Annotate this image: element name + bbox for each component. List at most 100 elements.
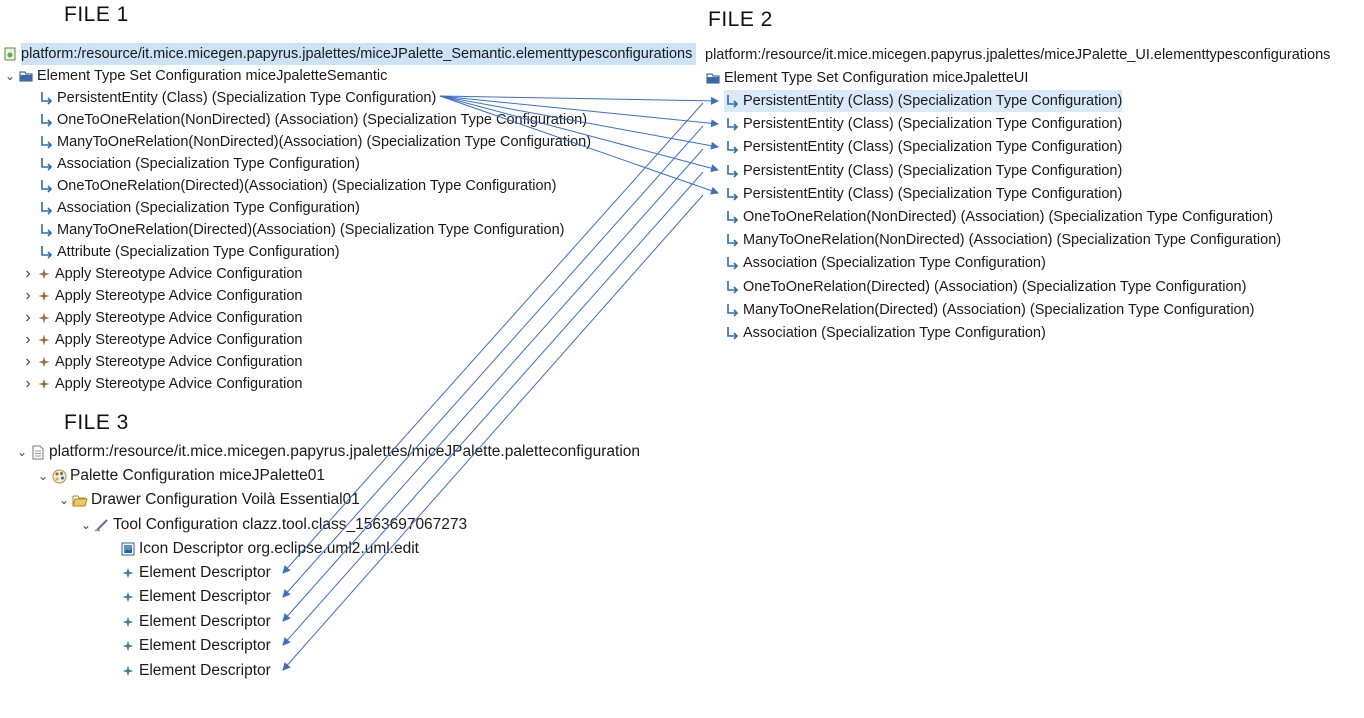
file2-spec-item[interactable]: ManyToOneRelation(NonDirected) (Associat… — [724, 229, 1281, 251]
file2-spec-item[interactable]: ManyToOneRelation(Directed) (Association… — [724, 299, 1255, 321]
file2-spec-item[interactable]: PersistentEntity (Class) (Specialization… — [724, 113, 1122, 135]
advice-diamond-icon — [36, 266, 52, 282]
specialization-arrow-icon — [38, 178, 54, 194]
specialization-arrow-icon — [724, 302, 740, 318]
chevron-down-icon[interactable]: ⌄ — [37, 469, 49, 483]
file3-tool-row[interactable]: ⌄ Tool Configuration clazz.tool.class_15… — [78, 513, 467, 537]
file1-heading: FILE 1 — [64, 3, 129, 26]
palette-icon — [51, 468, 67, 484]
file2-spec-item[interactable]: PersistentEntity (Class) (Specialization… — [724, 90, 1123, 112]
file2-set-row[interactable]: Element Type Set Configuration miceJpale… — [705, 67, 1028, 89]
file1-spec-item[interactable]: Association (Specialization Type Configu… — [38, 153, 360, 175]
file1-spec-item[interactable]: Attribute (Specialization Type Configura… — [38, 241, 340, 263]
file3-element-descriptor[interactable]: Element Descriptor — [120, 634, 271, 658]
specialization-arrow-icon — [38, 134, 54, 150]
file3-element-descriptor[interactable]: Element Descriptor — [120, 610, 271, 634]
file3-drawer-label: Drawer Configuration Voilà Essential01 — [91, 491, 360, 508]
file3-icon-descriptor-row[interactable]: Icon Descriptor org.eclipse.uml2.uml.edi… — [120, 537, 419, 561]
file1-spec-item[interactable]: Association (Specialization Type Configu… — [38, 197, 360, 219]
file1-spec-item[interactable]: ManyToOneRelation(NonDirected)(Associati… — [38, 131, 591, 153]
specialization-arrow-icon — [724, 325, 740, 341]
file1-advice-item-label: Apply Stereotype Advice Configuration — [55, 310, 303, 326]
chevron-right-icon[interactable]: › — [25, 265, 31, 282]
file2-spec-item[interactable]: Association (Specialization Type Configu… — [724, 252, 1046, 274]
file3-drawer-row[interactable]: ⌄ Drawer Configuration Voilà Essential01 — [56, 488, 360, 512]
chevron-down-icon[interactable]: ⌄ — [16, 445, 28, 459]
file2-heading: FILE 2 — [708, 8, 773, 31]
element-star-icon — [120, 663, 136, 679]
chevron-right-icon[interactable]: › — [25, 287, 31, 304]
file2-spec-item[interactable]: PersistentEntity (Class) (Specialization… — [724, 136, 1122, 158]
file2-spec-item-label: OneToOneRelation(NonDirected) (Associati… — [743, 209, 1274, 225]
resource-file-icon — [2, 46, 18, 62]
advice-diamond-icon — [36, 332, 52, 348]
file1-advice-item-label: Apply Stereotype Advice Configuration — [55, 354, 303, 370]
file2-spec-item-label: PersistentEntity (Class) (Specialization… — [743, 139, 1123, 156]
file3-root-row[interactable]: ⌄ platform:/resource/it.mice.micegen.pap… — [14, 440, 640, 464]
file2-spec-item[interactable]: PersistentEntity (Class) (Specialization… — [724, 183, 1122, 205]
file2-spec-item[interactable]: OneToOneRelation(NonDirected) (Associati… — [724, 206, 1273, 228]
chevron-right-icon[interactable]: › — [25, 375, 31, 392]
file3-element-descriptor[interactable]: Element Descriptor — [120, 659, 271, 683]
file1-set-label: Element Type Set Configuration miceJpale… — [37, 68, 388, 84]
file3-element-descriptor-label: Element Descriptor — [139, 637, 271, 655]
file1-advice-item[interactable]: ›Apply Stereotype Advice Configuration — [20, 263, 302, 285]
chevron-down-icon[interactable]: ⌄ — [58, 493, 70, 507]
file3-element-descriptor-label: Element Descriptor — [139, 588, 271, 606]
file1-advice-item[interactable]: ›Apply Stereotype Advice Configuration — [20, 285, 302, 307]
resource-file-icon — [30, 444, 46, 460]
file2-spec-item-label: ManyToOneRelation(Directed) (Association… — [743, 301, 1255, 318]
file1-spec-item-label: OneToOneRelation(Directed)(Association) … — [57, 178, 557, 194]
file1-spec-item[interactable]: ManyToOneRelation(Directed)(Association)… — [38, 219, 564, 241]
chevron-down-icon[interactable]: ⌄ — [4, 69, 16, 83]
file1-spec-item-label: OneToOneRelation(NonDirected) (Associati… — [57, 112, 588, 128]
image-icon — [120, 541, 136, 557]
specialization-arrow-icon — [724, 232, 740, 248]
file2-set-label: Element Type Set Configuration miceJpale… — [724, 70, 1029, 86]
file2-spec-item-label: OneToOneRelation(Directed) (Association)… — [743, 278, 1247, 295]
file1-spec-item-label: Association (Specialization Type Configu… — [57, 200, 360, 216]
chevron-right-icon[interactable]: › — [25, 331, 31, 348]
file1-spec-item[interactable]: OneToOneRelation(NonDirected) (Associati… — [38, 109, 587, 131]
chevron-right-icon[interactable]: › — [25, 309, 31, 326]
file1-set-row[interactable]: ⌄ Element Type Set Configuration miceJpa… — [2, 65, 387, 87]
mapping-arrow — [439, 95, 719, 105]
specialization-arrow-icon — [38, 244, 54, 260]
file1-spec-item[interactable]: OneToOneRelation(Directed)(Association) … — [38, 175, 556, 197]
file3-element-descriptor[interactable]: Element Descriptor — [120, 585, 271, 609]
chevron-down-icon[interactable]: ⌄ — [80, 518, 92, 532]
file3-palette-label: Palette Configuration miceJPalette01 — [70, 467, 326, 484]
file1-advice-item-label: Apply Stereotype Advice Configuration — [55, 376, 303, 392]
file1-advice-item[interactable]: › Apply Stereotype Advice Configuration — [20, 307, 302, 329]
file1-advice-item[interactable]: › Apply Stereotype Advice Configuration — [20, 373, 302, 395]
file1-advice-item[interactable]: ›Apply Stereotype Advice Configuration — [20, 329, 302, 351]
specialization-arrow-icon — [724, 209, 740, 225]
file1-spec-item-label: Attribute (Specialization Type Configura… — [57, 244, 340, 260]
specialization-arrow-icon — [724, 255, 740, 271]
file2-spec-item-label: PersistentEntity (Class) (Specialization… — [743, 185, 1123, 202]
specialization-arrow-icon — [38, 200, 54, 216]
file2-spec-item-label: PersistentEntity (Class) (Specialization… — [743, 162, 1123, 179]
file2-spec-item-label: PersistentEntity (Class) (Specialization… — [743, 116, 1123, 133]
specialization-arrow-icon — [724, 186, 740, 202]
file2-spec-item[interactable]: PersistentEntity (Class) (Specialization… — [724, 160, 1122, 182]
file1-root-row[interactable]: platform:/resource/it.mice.micegen.papyr… — [2, 43, 697, 65]
file1-spec-item-label: ManyToOneRelation(NonDirected)(Associati… — [57, 134, 592, 150]
file3-heading: FILE 3 — [64, 411, 129, 434]
file2-spec-item[interactable]: Association (Specialization Type Configu… — [724, 322, 1046, 344]
file3-palette-row[interactable]: ⌄ Palette Configuration miceJPalette01 — [35, 464, 325, 488]
specialization-arrow-icon — [38, 222, 54, 238]
file1-spec-item[interactable]: PersistentEntity (Class) (Specialization… — [38, 87, 436, 109]
file3-element-descriptor[interactable]: Element Descriptor — [120, 561, 271, 585]
element-star-icon — [120, 614, 136, 630]
file2-spec-item-label: Association (Specialization Type Configu… — [743, 255, 1046, 272]
advice-diamond-icon — [36, 288, 52, 304]
specialization-arrow-icon — [724, 116, 740, 132]
file2-root-row[interactable]: platform:/resource/it.mice.micegen.papyr… — [705, 44, 1330, 66]
chevron-right-icon[interactable]: › — [25, 353, 31, 370]
file2-spec-item[interactable]: OneToOneRelation(Directed) (Association)… — [724, 276, 1246, 298]
file2-root-label: platform:/resource/it.mice.micegen.papyr… — [705, 47, 1331, 63]
file1-advice-item[interactable]: › Apply Stereotype Advice Configuration — [20, 351, 302, 373]
file1-root-label: platform:/resource/it.mice.micegen.papyr… — [21, 43, 697, 65]
file3-tool-label: Tool Configuration clazz.tool.class_1563… — [113, 516, 468, 533]
